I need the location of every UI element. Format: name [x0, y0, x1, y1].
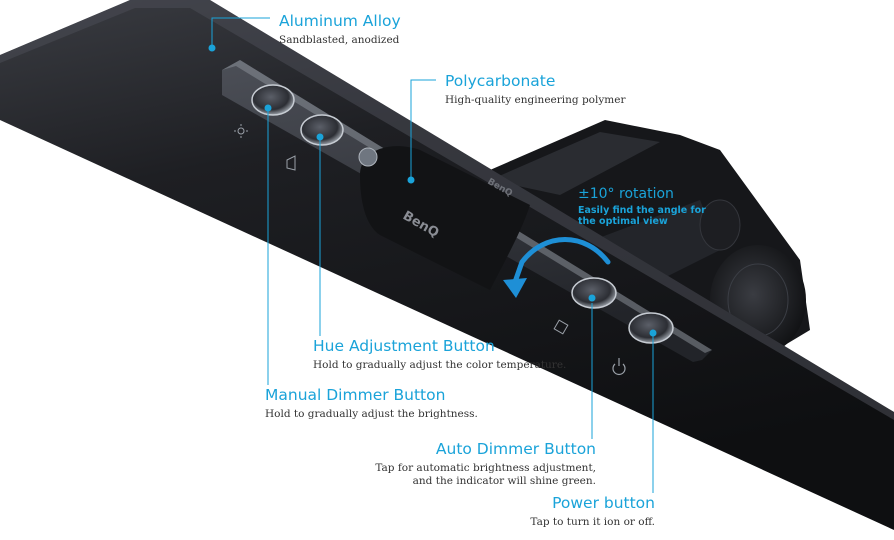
- callout-aluminum: Aluminum Alloy Sandblasted, anodized: [279, 12, 401, 47]
- hue-icon: [286, 155, 296, 171]
- auto-dimmer-icon: [553, 319, 569, 335]
- rotation-arrow-icon: [503, 237, 611, 298]
- callout-power: Power button Tap to turn it ion or off.: [530, 494, 655, 529]
- leader-dots: [208, 44, 657, 337]
- auto-dimmer-button[interactable]: [571, 277, 617, 309]
- callout-polycarbonate: Polycarbonate High-quality engineering p…: [445, 72, 625, 107]
- aluminum-title: Aluminum Alloy: [279, 12, 401, 30]
- hue-desc: Hold to gradually adjust the color tempe…: [313, 359, 567, 371]
- hue-title: Hue Adjustment Button: [313, 337, 495, 355]
- manual-title: Manual Dimmer Button: [265, 386, 446, 404]
- leader-lines: [211, 17, 654, 493]
- rotation-desc-line2: the optimal view: [578, 216, 668, 227]
- auto-desc-line1: Tap for automatic brightness adjustment,: [375, 462, 596, 474]
- hue-adjustment-button[interactable]: [300, 114, 344, 146]
- rotation-title: ±10° rotation: [578, 186, 674, 202]
- polycarbonate-sleeve: [360, 146, 530, 290]
- sun-icon: [234, 124, 248, 138]
- polycarbonate-desc: High-quality engineering polymer: [445, 94, 626, 106]
- auto-desc-line2: and the indicator will shine green.: [412, 475, 596, 487]
- auto-title: Auto Dimmer Button: [435, 440, 596, 458]
- callout-manual: Manual Dimmer Button Hold to gradually a…: [265, 386, 478, 421]
- power-icon: [612, 358, 626, 375]
- rotation-desc-line1: Easily find the angle for: [578, 205, 706, 216]
- aluminum-desc: Sandblasted, anodized: [279, 34, 400, 46]
- callout-rotation: ±10° rotation Easily find the angle for …: [578, 186, 706, 227]
- manual-dimmer-button[interactable]: [251, 84, 295, 116]
- callout-auto: Auto Dimmer Button Tap for automatic bri…: [375, 440, 596, 488]
- power-desc: Tap to turn it ion or off.: [530, 516, 655, 528]
- polycarbonate-title: Polycarbonate: [445, 72, 556, 90]
- light-sensor: [358, 147, 378, 167]
- callout-hue: Hue Adjustment Button Hold to gradually …: [313, 337, 566, 372]
- power-title: Power button: [552, 494, 655, 512]
- manual-desc: Hold to gradually adjust the brightness.: [265, 408, 478, 420]
- power-button[interactable]: [628, 312, 674, 344]
